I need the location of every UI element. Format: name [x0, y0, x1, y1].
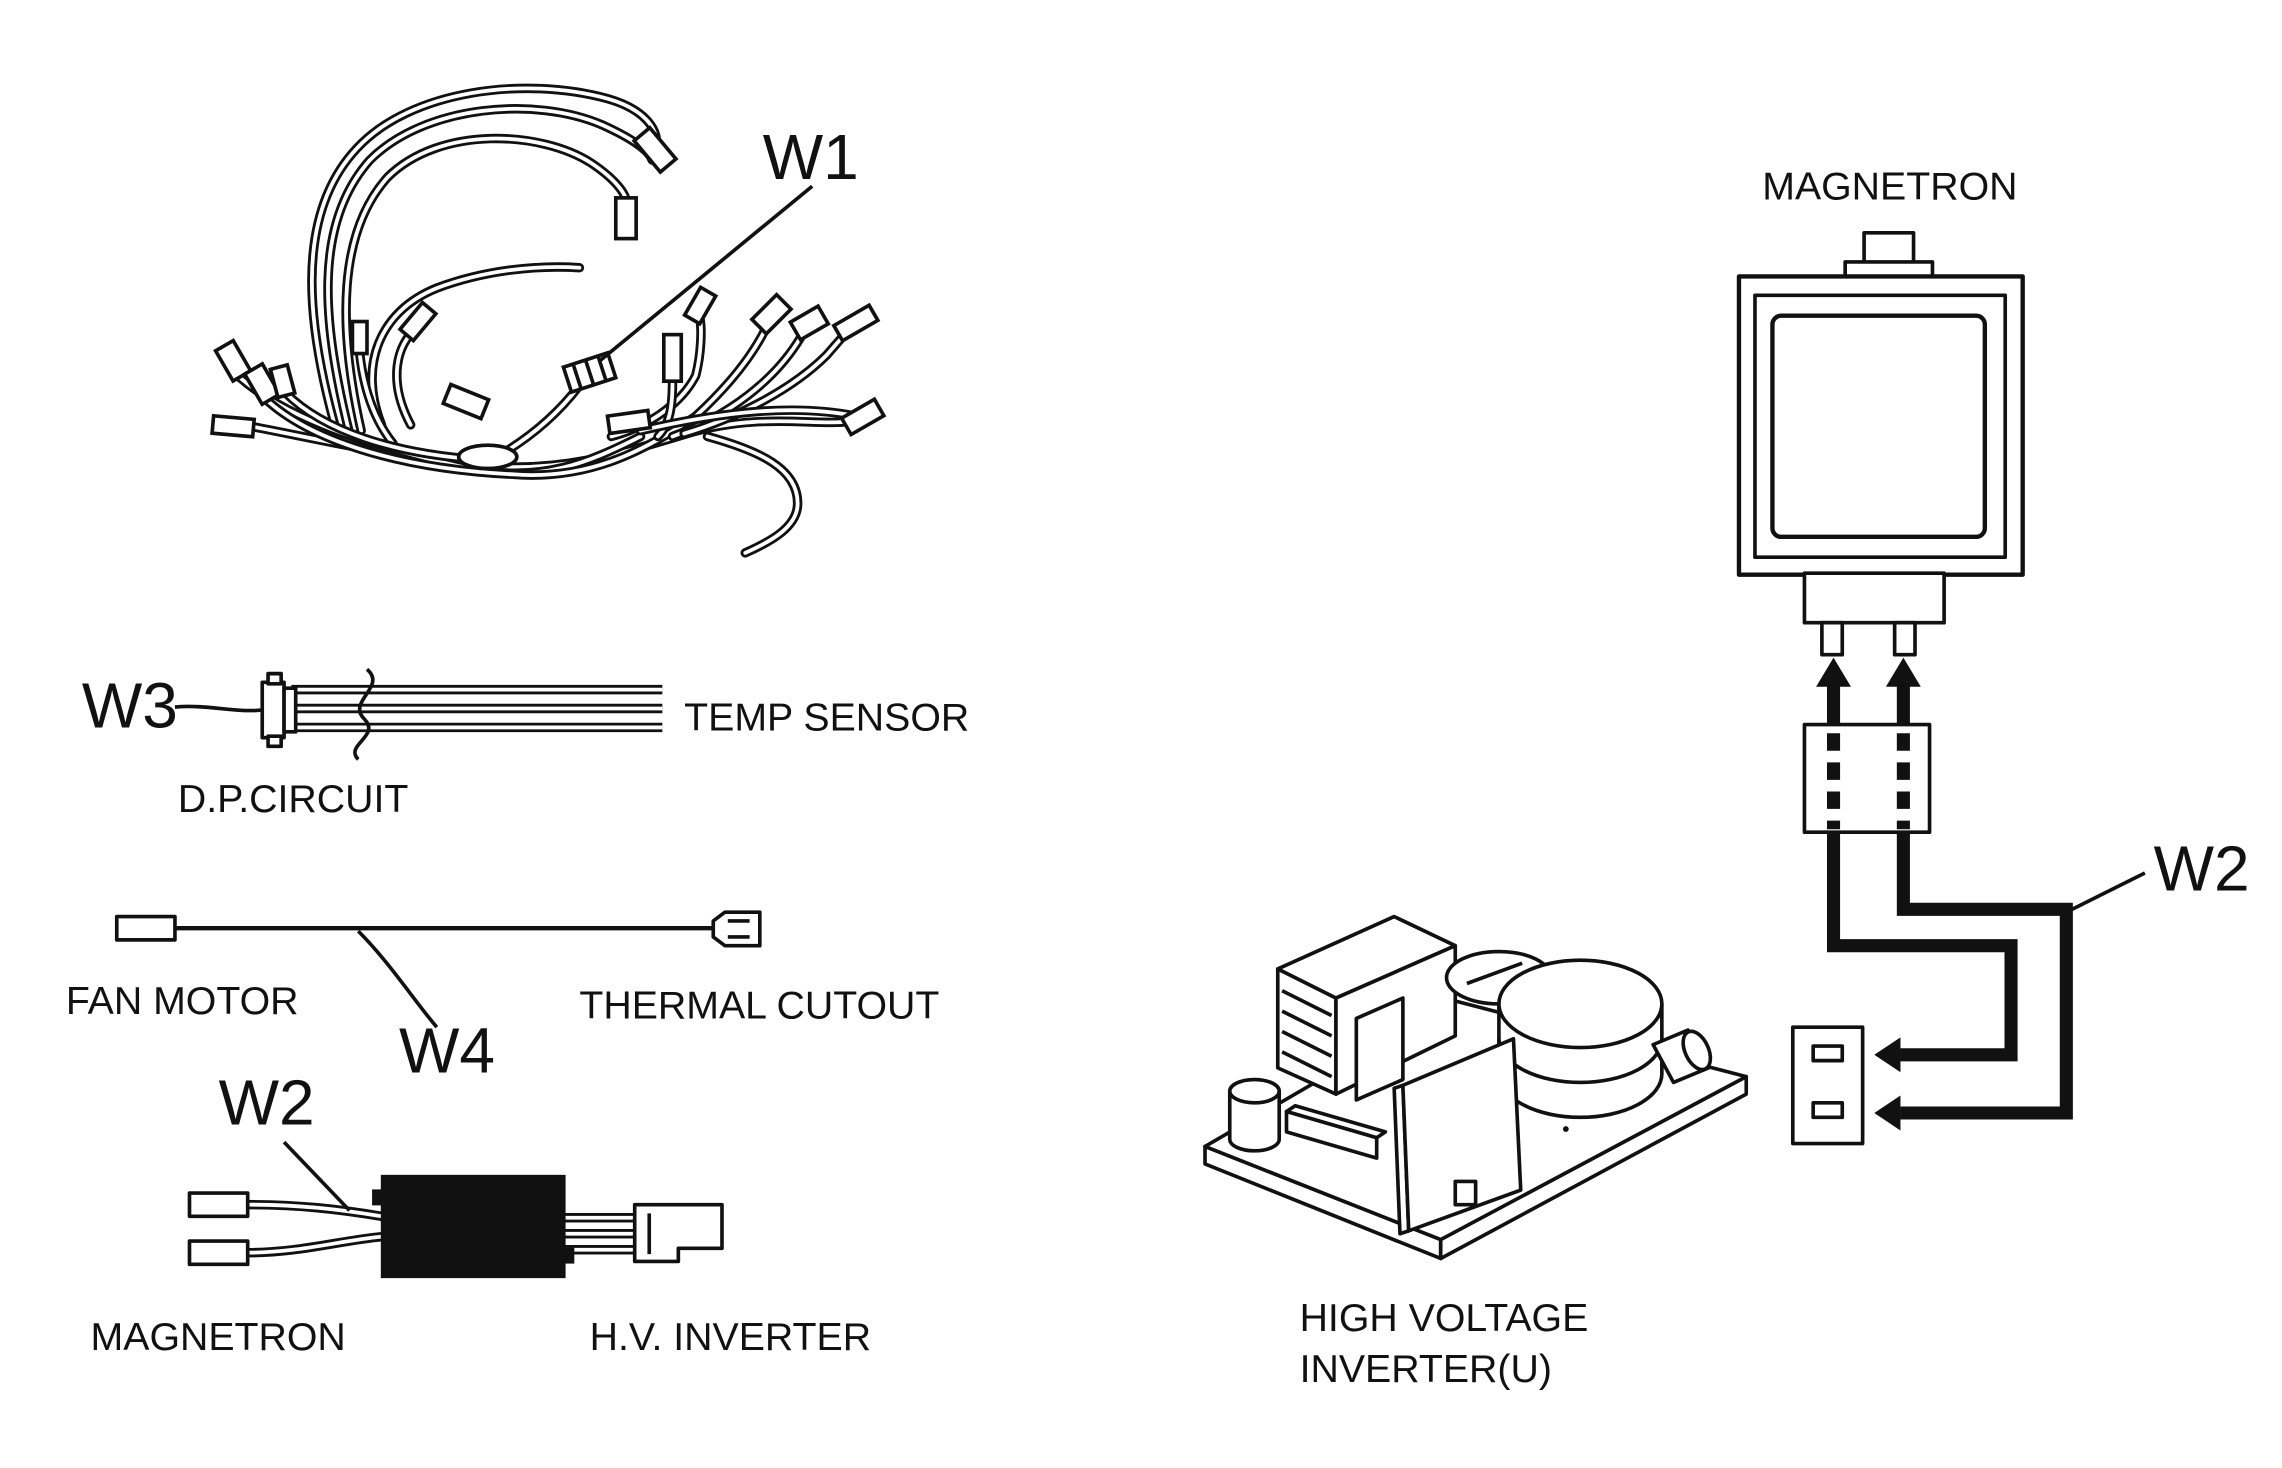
w2-lead	[1826, 832, 2018, 1062]
magnetron: MAGNETRON	[1736, 164, 2025, 657]
inverter-pcb-card	[1401, 1036, 1523, 1233]
magnetron-terminal	[1820, 620, 1845, 657]
magnetron-terminal	[1892, 620, 1917, 657]
wire-connector	[631, 125, 679, 175]
harness-w4: FAN MOTOR THERMAL CUTOUT W4	[66, 910, 939, 1086]
leader-line	[174, 704, 263, 713]
harness-w3-label: W3	[82, 669, 178, 741]
fan-motor-label: FAN MOTOR	[66, 979, 299, 1023]
wire-core	[245, 1202, 384, 1219]
leader-line	[598, 184, 814, 363]
harness-w1-label: W1	[763, 121, 859, 193]
connector-latch	[266, 734, 283, 749]
harness-w4-label: W4	[399, 1014, 495, 1086]
harness-w1: W1	[210, 83, 887, 558]
wire-connector	[661, 332, 684, 384]
harness-w3: W3 TEMP SENSOR D.P.CIRCUIT	[82, 667, 969, 821]
coil-bobbin-slot	[1466, 961, 1523, 986]
board-dot	[1562, 1126, 1569, 1132]
arrow-up-icon	[1816, 657, 1851, 687]
wire-connector	[213, 338, 254, 384]
thermal-cutout-label: THERMAL CUTOUT	[579, 983, 939, 1027]
inverter-label-line2: INVERTER(U)	[1300, 1347, 1552, 1391]
wire-core	[344, 136, 628, 433]
w2-connection-label: W2	[2154, 832, 2250, 904]
capacitor-body	[1227, 1089, 1282, 1153]
wire-connector	[605, 408, 653, 436]
terminal-detail	[727, 919, 750, 939]
wire-core	[656, 379, 675, 439]
transformer-fins	[1281, 989, 1333, 1079]
inverter-small-component	[1651, 1028, 1713, 1085]
wire-connector	[210, 413, 257, 439]
w2-connection: W2	[1790, 657, 2250, 1146]
w2-lead	[1896, 832, 2073, 1120]
leader-line	[2068, 871, 2146, 913]
wire-core	[245, 1234, 384, 1255]
w3-connector	[260, 680, 286, 740]
wire-core	[357, 351, 396, 446]
wire-connector	[682, 284, 719, 327]
wire-core	[370, 265, 582, 427]
ferrite-core	[380, 1174, 566, 1279]
high-voltage-inverter: HIGH VOLTAGE INVERTER(U)	[1203, 914, 1749, 1391]
magnetron-antenna-cap	[1862, 230, 1916, 267]
wire-connector	[350, 319, 369, 356]
leader-line	[282, 1140, 351, 1212]
transformer-core-plate	[1354, 996, 1405, 1102]
wire-connector	[839, 396, 887, 438]
arrow-up-icon	[1885, 657, 1921, 687]
arrow-left-icon	[1874, 1095, 1901, 1131]
w2-connector-housing	[1802, 722, 1932, 835]
wire-connector	[268, 362, 298, 400]
temp-sensor-label: TEMP SENSOR	[684, 695, 969, 739]
inverter-label-line1: HIGH VOLTAGE	[1300, 1296, 1589, 1340]
harness-w2-label: W2	[219, 1067, 315, 1139]
w1-connector	[561, 350, 619, 395]
capacitor-top	[1227, 1077, 1282, 1105]
wire-core	[309, 86, 659, 439]
receptacle-slot	[1811, 1101, 1845, 1120]
wire-connector	[397, 299, 439, 344]
magnetron-neck	[1802, 571, 1946, 625]
card-component	[1453, 1179, 1478, 1207]
dp-circuit-label: D.P.CIRCUIT	[178, 777, 409, 821]
wire-core	[638, 408, 858, 433]
thermal-cutout-terminal	[711, 910, 762, 948]
harness-wire	[392, 322, 423, 430]
connector-latch	[266, 671, 283, 686]
wire-core	[263, 326, 768, 477]
hv-inverter-end-label: H.V. INVERTER	[590, 1315, 871, 1359]
wire-tie	[353, 667, 375, 761]
component-end	[1681, 1029, 1713, 1072]
wire-core	[283, 390, 483, 462]
connector-collar	[282, 686, 298, 734]
wire-connector	[831, 302, 881, 344]
magnetron-connector	[187, 1239, 250, 1267]
magnetron-body	[1736, 274, 2025, 577]
coil-top	[1497, 958, 1664, 1050]
arrow-left-icon	[1874, 1037, 1901, 1073]
wire-connector	[440, 382, 491, 421]
wire-connector	[613, 196, 638, 241]
wire-core	[705, 434, 800, 555]
leader-line	[356, 929, 439, 1029]
magnetron-frame	[1753, 293, 2008, 560]
magnetron-label: MAGNETRON	[1762, 164, 2017, 208]
fan-motor-connector	[114, 914, 177, 942]
magnetron-window	[1770, 313, 1988, 540]
wire-connector	[242, 361, 283, 407]
harness-w2: W2 MAGNETRON H.V. INVERTER	[91, 1067, 872, 1360]
wire-connector	[749, 292, 794, 337]
inverter-bar	[1284, 1109, 1379, 1160]
wire-core	[326, 106, 655, 436]
wire-connector	[787, 303, 831, 343]
magnetron-connector	[187, 1191, 250, 1219]
receptacle-slot	[1811, 1044, 1845, 1063]
wire-bundle-knot	[456, 443, 519, 471]
hv-inverter-connector	[632, 1202, 724, 1264]
magnetron-end-label: MAGNETRON	[91, 1315, 346, 1359]
